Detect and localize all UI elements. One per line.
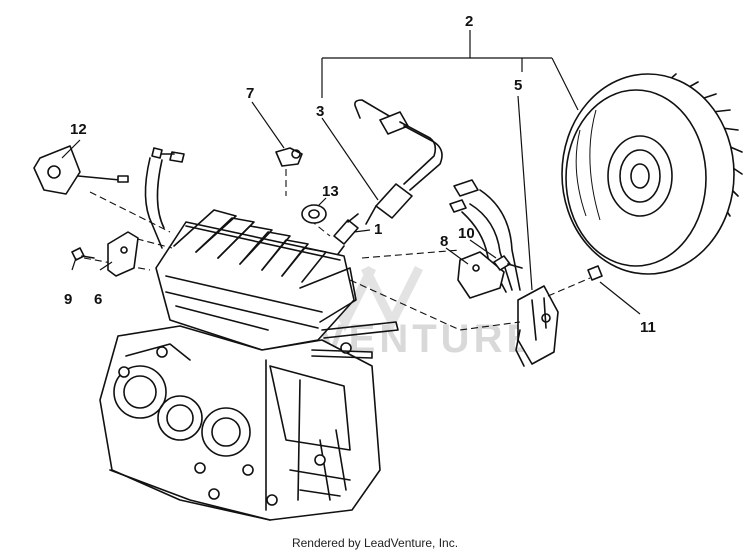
- bracket-6: [107, 231, 139, 277]
- washer-13: [301, 204, 327, 224]
- screw-9: [71, 247, 95, 261]
- callout-11: 11: [640, 319, 656, 336]
- callouts: 1 2 3 5 6 7 8 9 10 11 12 13: [64, 13, 656, 336]
- callout-7: 7: [246, 85, 254, 102]
- spark-plug-lead: [354, 99, 443, 225]
- callout-8: 8: [440, 233, 448, 250]
- switch-12: [33, 145, 129, 195]
- watermark: VENTURE: [313, 265, 537, 361]
- callout-5: 5: [514, 77, 522, 94]
- leaders: [61, 101, 497, 271]
- callout-12: 12: [70, 121, 87, 138]
- spark-plug: [333, 213, 359, 255]
- engine-block: [99, 209, 399, 521]
- callout-2-bracket: [321, 30, 579, 111]
- clip-7: [275, 147, 303, 167]
- callout-13: 13: [322, 183, 339, 200]
- render-credit: Rendered by LeadVenture, Inc.: [291, 536, 459, 550]
- flywheel: [561, 73, 743, 275]
- ground-wire: [144, 147, 185, 249]
- mounting-bracket: [457, 251, 505, 299]
- ignition-coil: [449, 95, 559, 367]
- callout-9: 9: [64, 291, 72, 308]
- callout-6: 6: [94, 291, 102, 308]
- screw-10: [493, 255, 523, 271]
- watermark-text: VENTURE: [318, 317, 537, 361]
- bolt-11: [547, 265, 641, 315]
- callout-3: 3: [316, 103, 324, 120]
- callout-2: 2: [465, 13, 473, 30]
- callout-1: 1: [374, 221, 382, 238]
- callout-10: 10: [458, 225, 475, 242]
